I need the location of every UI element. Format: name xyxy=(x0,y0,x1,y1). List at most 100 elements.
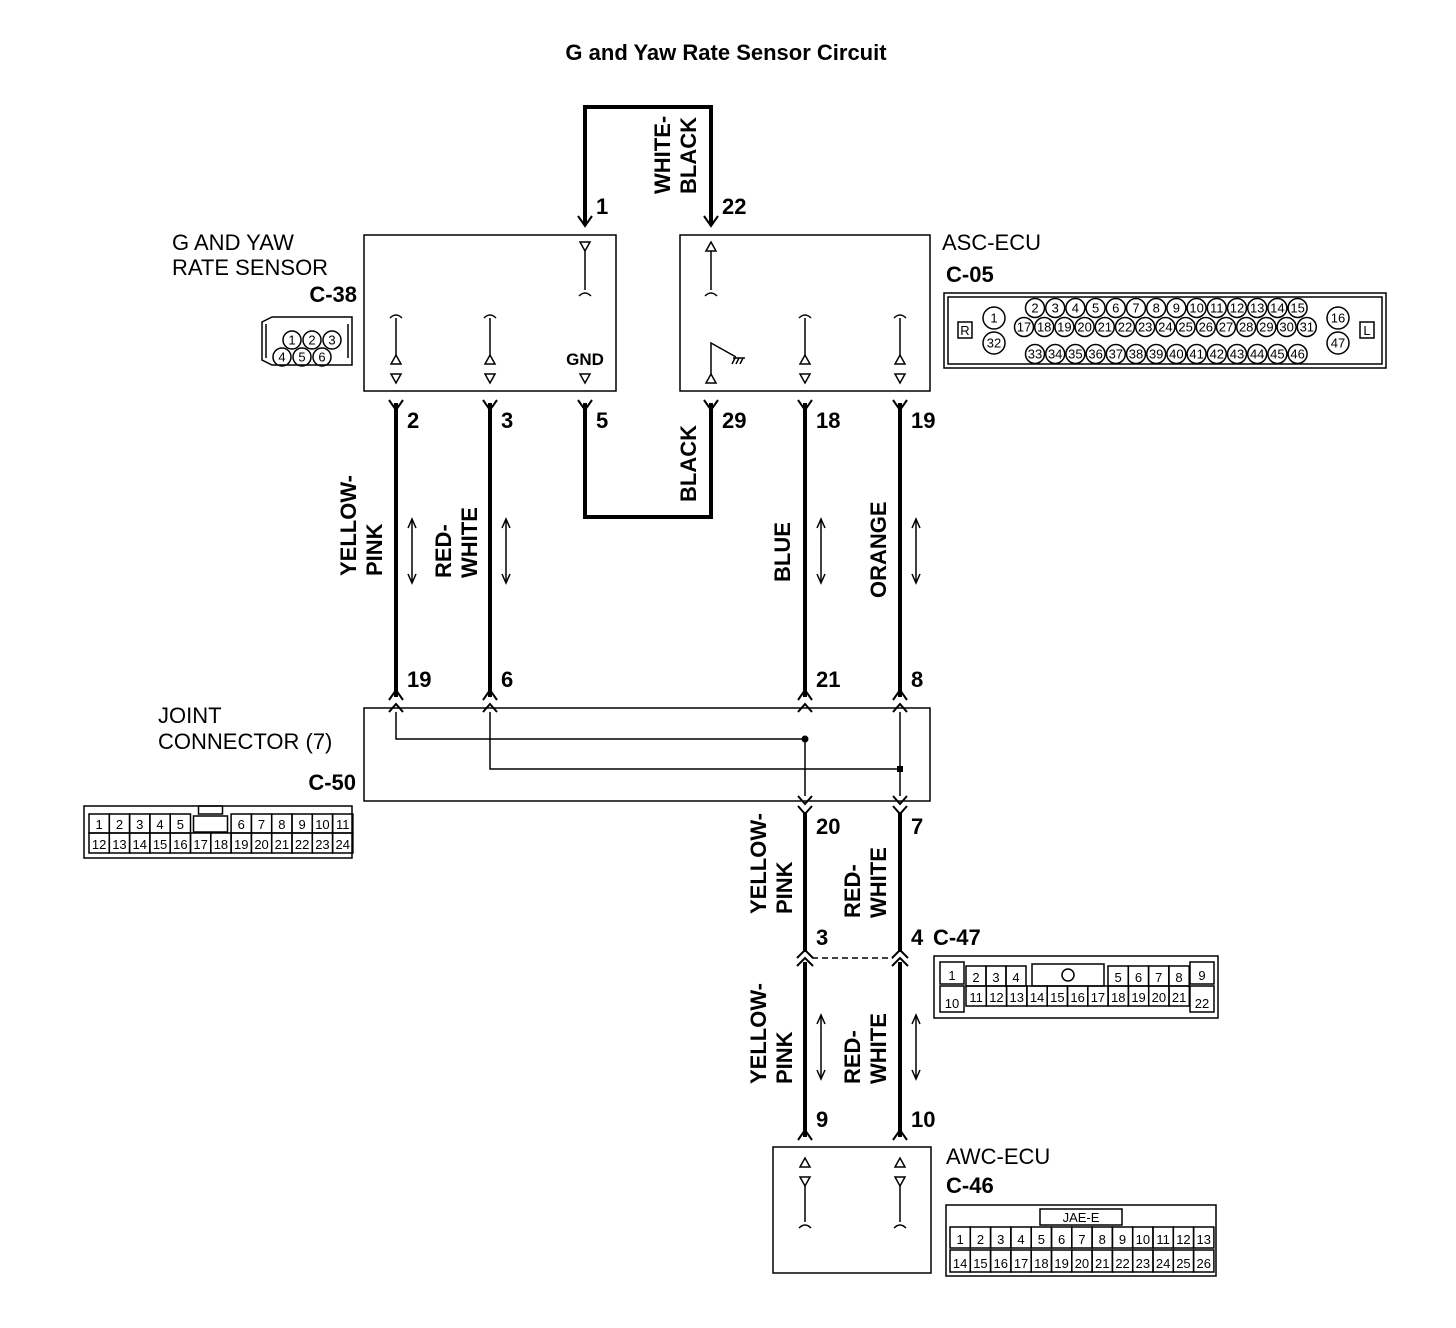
c47-pin-cell xyxy=(1189,961,1215,985)
c05-pin-ring xyxy=(1186,343,1207,365)
c05-pin: 40 xyxy=(1169,347,1183,362)
c46-pin: 6 xyxy=(1058,1232,1065,1247)
c05-side-r: R xyxy=(960,323,969,338)
wire-label: PINK xyxy=(772,861,797,914)
c46-pin: 18 xyxy=(1034,1256,1048,1271)
c05-pin-ring xyxy=(1145,343,1167,365)
signal-arrows xyxy=(407,517,921,1081)
c05-pin: 38 xyxy=(1129,347,1143,362)
c05-pin: 8 xyxy=(1153,301,1160,316)
c50-pin: 2 xyxy=(116,817,123,832)
c05-pin: 5 xyxy=(1092,301,1099,316)
pin-label: 8 xyxy=(911,667,923,692)
c05-pin-ring xyxy=(1246,297,1268,319)
c05-pin-ring xyxy=(1085,343,1106,365)
c50-pin: 15 xyxy=(153,837,167,852)
c05-pin: 41 xyxy=(1189,347,1203,362)
c46-pin: 25 xyxy=(1176,1256,1190,1271)
c50-pin: 16 xyxy=(173,837,187,852)
wire-label: RED- xyxy=(840,864,865,918)
pin-label: 9 xyxy=(816,1107,828,1132)
c05-pin-ring xyxy=(1326,331,1350,355)
c47-pin: 11 xyxy=(969,990,983,1005)
c46-pin: 5 xyxy=(1038,1232,1045,1247)
pin-label: 22 xyxy=(722,194,746,219)
c05-pin: 28 xyxy=(1239,320,1253,335)
joint-internal-link-a xyxy=(395,712,806,796)
c05-pin-ring xyxy=(1074,316,1095,338)
c50-pin: 11 xyxy=(336,817,350,832)
c05-pin-ring xyxy=(1105,297,1127,319)
c47-pin: 5 xyxy=(1115,970,1122,985)
c05-pin: 24 xyxy=(1158,320,1172,335)
c05-pin-ring xyxy=(1044,343,1066,365)
c05-pin-ring xyxy=(1085,297,1106,319)
c46-pin: 3 xyxy=(997,1232,1004,1247)
c50-pin: 5 xyxy=(177,817,184,832)
c05-pin-ring xyxy=(982,306,1006,330)
c05-pin-ring xyxy=(1166,297,1187,319)
c50-pin: 21 xyxy=(275,837,289,852)
c46-pin: 21 xyxy=(1095,1256,1109,1271)
c05-pin: 9 xyxy=(1173,301,1180,316)
c38-pin: 4 xyxy=(278,350,285,365)
wire-label: WHITE xyxy=(866,847,891,918)
c05-pin: 25 xyxy=(1178,320,1192,335)
c46-pin: 12 xyxy=(1176,1232,1190,1247)
c46-pin: 14 xyxy=(953,1256,967,1271)
c47-pin: 9 xyxy=(1198,968,1205,983)
awc-ecu-connector-id: C-46 xyxy=(946,1173,994,1198)
awc-ecu-box xyxy=(772,1146,932,1274)
c05-pin: 10 xyxy=(1189,301,1203,316)
c38-pin-ring xyxy=(312,347,332,367)
c05-pin-ring xyxy=(1226,343,1248,365)
pin-label: 18 xyxy=(816,408,840,433)
c05-pin-ring xyxy=(1276,316,1297,338)
wire-label: WHITE xyxy=(457,507,482,578)
c05-pin-ring xyxy=(1024,343,1046,365)
c05-pin: 47 xyxy=(1331,336,1345,351)
c05-pin: 7 xyxy=(1132,301,1139,316)
c05-pin-ring xyxy=(1044,297,1066,319)
pin-label: 3 xyxy=(501,408,513,433)
wire-label: YELLOW- xyxy=(336,475,361,576)
c47-pin-cell xyxy=(1189,985,1215,1013)
c05-pin-ring xyxy=(1267,343,1288,365)
c47-pin: 14 xyxy=(1030,990,1044,1005)
c50-pin: 22 xyxy=(295,837,309,852)
c05-pin: 11 xyxy=(1210,301,1224,316)
c05-pin: 44 xyxy=(1250,347,1264,362)
diagram-title: G and Yaw Rate Sensor Circuit xyxy=(565,40,887,65)
c05-pin: 18 xyxy=(1037,320,1051,335)
c38-pin-ring xyxy=(282,330,302,350)
c05-pin: 31 xyxy=(1300,320,1314,335)
c47-pin: 10 xyxy=(945,996,959,1011)
c05-pin-ring xyxy=(1267,297,1288,319)
c05-pin-ring xyxy=(1326,306,1350,330)
asc-ecu-box xyxy=(679,234,931,392)
c05-pin-ring xyxy=(1054,316,1075,338)
c05-pin: 30 xyxy=(1279,320,1293,335)
c05-pin: 4 xyxy=(1072,301,1079,316)
c46-type-label: JAE-E xyxy=(1063,1210,1100,1225)
wire-black xyxy=(583,403,713,519)
c05-pin-ring xyxy=(1246,343,1268,365)
c05-pin: 22 xyxy=(1118,320,1132,335)
c47-pin: 21 xyxy=(1172,990,1186,1005)
c05-pin: 35 xyxy=(1068,347,1082,362)
pin-label: 1 xyxy=(596,194,608,219)
pin-label: 7 xyxy=(911,814,923,839)
pin-label: 3 xyxy=(816,925,828,950)
c05-pin: 34 xyxy=(1048,347,1062,362)
c50-pin: 20 xyxy=(254,837,268,852)
c05-pin: 15 xyxy=(1290,301,1304,316)
c50-pin: 6 xyxy=(238,817,245,832)
joint-name-line1: JOINT xyxy=(158,703,222,728)
c05-pin-ring xyxy=(1296,316,1318,338)
joint-connector-box xyxy=(363,707,931,802)
asc-ecu-name: ASC-ECU xyxy=(942,230,1041,255)
c47-pin: 2 xyxy=(972,970,979,985)
c47-connector-id: C-47 xyxy=(933,925,981,950)
